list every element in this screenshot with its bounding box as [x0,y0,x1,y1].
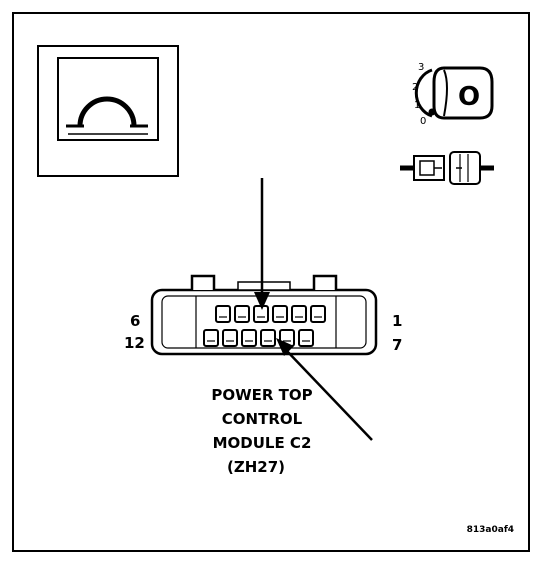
ignition-position-2: 2 [412,82,418,93]
figure-id: 813a0af4 [467,525,514,535]
caption-line-1: POWER TOP [211,386,312,404]
caption-line-3: MODULE C2 [213,434,312,452]
ignition-position-1: 1 [414,100,420,111]
pin-label-7: 7 [392,336,402,354]
probe-arrow-top [254,178,270,310]
ignition-position-0: 0 [420,116,426,127]
ignition-key-icon: 3 2 1 0 O [412,62,494,127]
ignition-position-3: 3 [418,62,424,73]
caption-line-2: CONTROL [222,410,303,428]
ignition-key-letter: O [458,82,480,112]
pin-label-6: 6 [130,312,140,330]
probe-arrow-bottom [276,338,373,441]
pin-label-12: 12 [124,334,145,352]
connector-caption: POWER TOP CONTROL MODULE C2 (ZH27) [211,386,312,476]
caption-line-4: (ZH27) [227,458,285,476]
power-top-connector-c2 [150,274,378,356]
ohmmeter-icon [37,45,179,177]
cavity-row-bottom [203,329,314,347]
diagram-frame [12,12,530,552]
pin-label-1: 1 [392,312,402,330]
disconnect-connector-icon [400,151,494,185]
